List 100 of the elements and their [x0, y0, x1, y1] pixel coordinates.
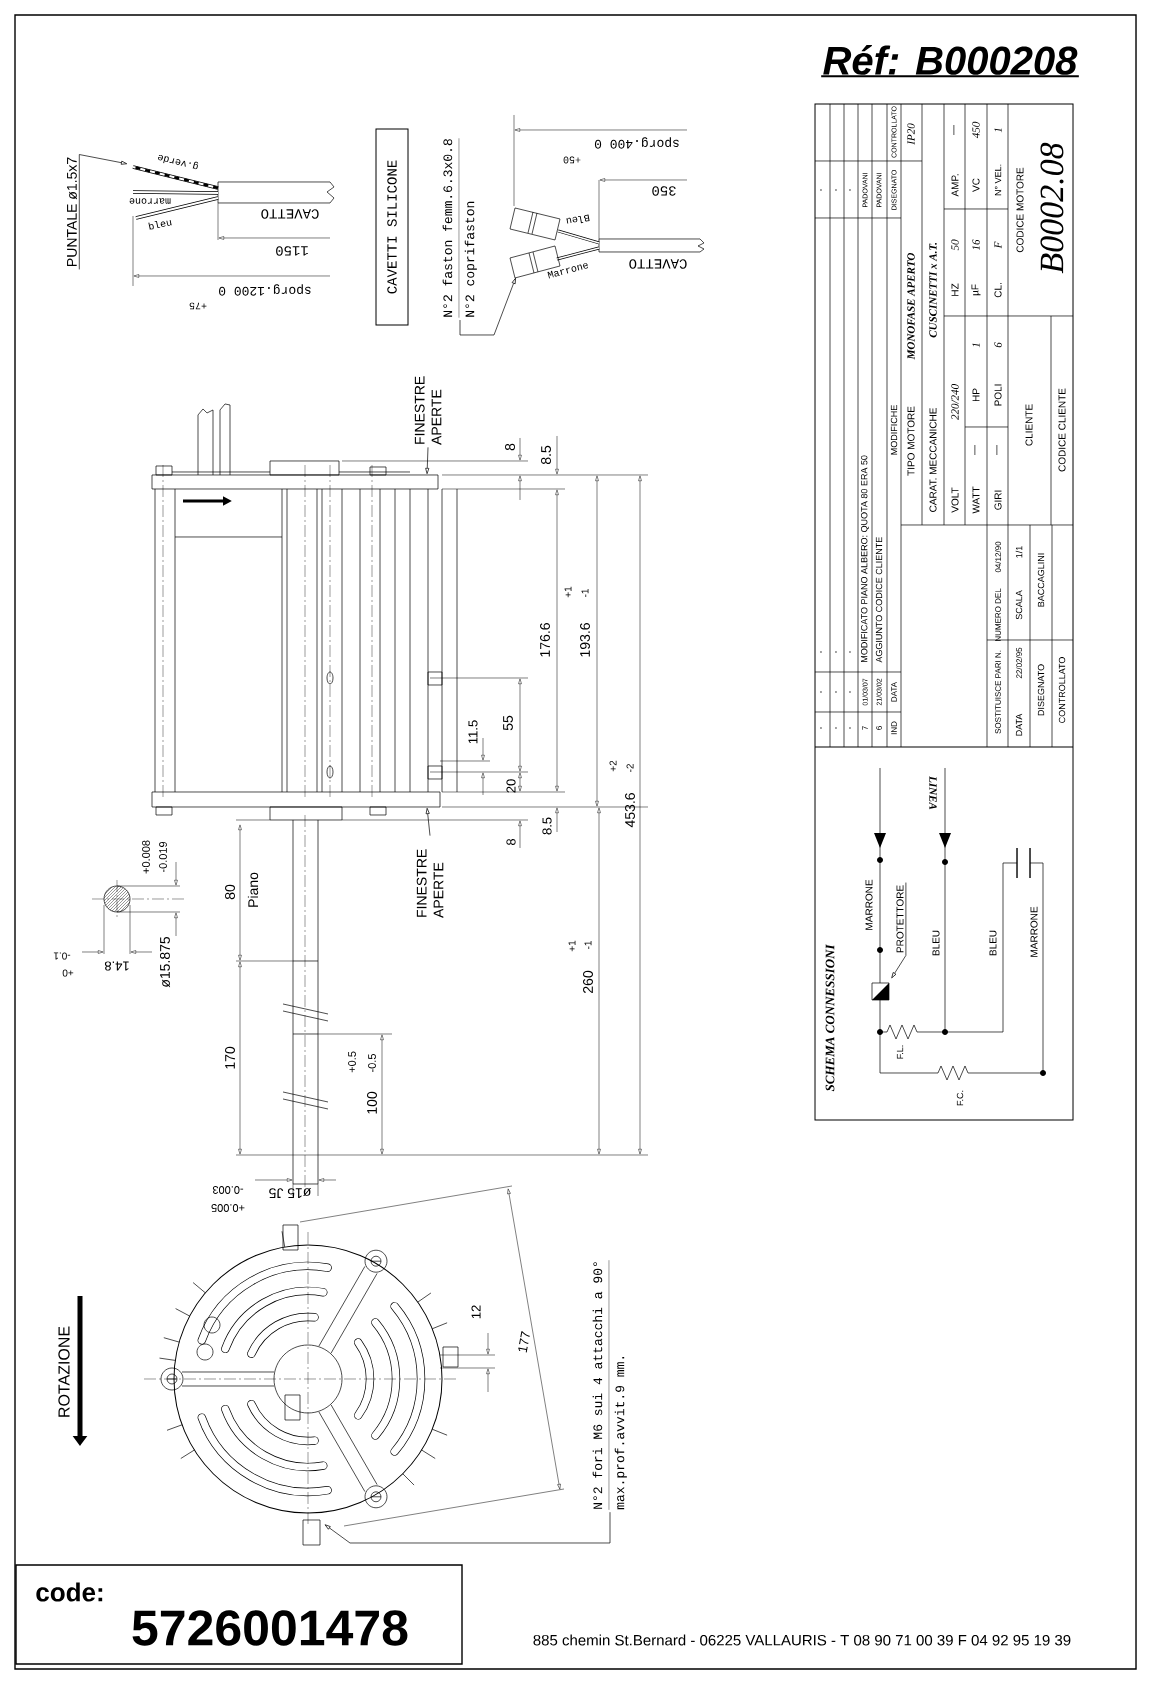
table-cell-text: - — [835, 650, 837, 654]
table-cell-text: VC — [972, 178, 980, 192]
table-cell-text: 6 — [876, 726, 882, 730]
dimension-text: 350 — [652, 186, 676, 196]
leader-line — [425, 446, 430, 475]
table-cell-text: MODIFICHE — [890, 405, 898, 455]
callout-text: N°2 faston femm.6.3x0.8 N°2 coprifaston — [442, 138, 477, 318]
table-cell-text: — — [996, 445, 998, 455]
tolerance-text: +2 — [609, 760, 617, 772]
table-cell-text: 6 — [994, 342, 1002, 348]
table-cell-text: 7 — [862, 726, 868, 730]
schematic-label: MARRONE — [1030, 906, 1038, 957]
table-cell-text: HP — [972, 388, 980, 402]
table-cell-text: - — [849, 690, 851, 694]
table-cell-text: POLI — [994, 384, 1002, 406]
schematic-label: LINEA — [929, 776, 937, 810]
dimension-text: 100 — [367, 1091, 377, 1114]
dimension-text: 14.8 — [104, 961, 129, 971]
table-cell-text: - — [820, 188, 822, 192]
callout-text: FINESTRE APERTE — [416, 849, 444, 918]
table-cell-text: DATA — [1015, 713, 1023, 736]
table-cell-text: TIPO MOTORE — [907, 406, 915, 476]
reference-number: Réf: B000208 — [820, 45, 1080, 78]
code-label: code: — [36, 1582, 103, 1602]
schematic-label: F.C. — [956, 1090, 964, 1106]
table-cell-text: - — [820, 726, 822, 730]
dimension-text: 177 — [518, 1331, 530, 1353]
table-cell-text: F — [994, 241, 1002, 249]
tolerance-text: +0.008 — [142, 840, 150, 874]
table-cell-text: — — [974, 445, 976, 455]
table-cell-text: SOSTITUISCE PARI N. — [995, 650, 1001, 734]
leader-line — [78, 154, 128, 165]
table-cell-text: BACCAGLINI — [1037, 553, 1045, 607]
table-cell-text: - — [849, 650, 851, 654]
table-cell-text: 1 — [994, 128, 1002, 133]
tolerance-text: -1 — [584, 941, 592, 949]
schematic-title: SCHEMA CONNESSIONI — [825, 944, 835, 1092]
dimension-text: 176.6 — [540, 623, 550, 657]
tolerance-text: +50 — [563, 156, 581, 164]
tolerance-text: -0.5 — [368, 1054, 376, 1072]
rotation-label: ROTAZIONE — [58, 1326, 70, 1417]
dimension-text: 453.6 — [625, 793, 635, 828]
table-cell-text: - — [835, 690, 837, 694]
table-cell-text: NUMERO DEL — [995, 588, 1001, 641]
callout-text: N°2 fori M6 sui 4 attacchi a 90° max.prof.avvit.9 mm. — [592, 1260, 627, 1510]
dimension-text: 11.5 — [468, 720, 478, 744]
table-cell-text: 450 — [972, 121, 980, 139]
table-cell-text: CLIENTE — [1025, 404, 1033, 446]
dimension-text: 8 — [506, 838, 516, 846]
schematic-label: F.L. — [896, 1045, 904, 1059]
leader-line — [891, 955, 907, 979]
dimension-text: 8.5 — [541, 445, 551, 465]
dimension-text: 1150 — [276, 246, 308, 256]
table-cell-text: - — [849, 726, 851, 730]
table-cell-text: CODICE CLIENTE — [1058, 388, 1066, 472]
table-cell-text: IND — [891, 721, 897, 735]
dimension-text: 80 — [225, 884, 235, 900]
table-cell-text: WATT — [972, 486, 980, 514]
wire-label: bleu — [148, 220, 172, 230]
cable-label: CAVETTO — [261, 209, 319, 219]
cable-label: CAVETTO — [629, 259, 687, 269]
table-cell-text: 16 — [972, 239, 980, 251]
schematic-label: BLEU — [989, 930, 997, 956]
tolerance-text: -2 — [626, 764, 634, 772]
table-cell-text: 1/1 — [1015, 546, 1023, 558]
tolerance-text: -0.019 — [159, 841, 167, 873]
table-cell-text: VOLT — [951, 487, 959, 513]
schematic-label: MARRONE — [865, 879, 873, 930]
table-cell-text: N° VEL. — [994, 164, 1002, 196]
dimension-text: 8 — [505, 443, 515, 451]
table-cell-text: CONTROLLATO — [1058, 657, 1066, 723]
address-text: 885 chemin St.Bernard - 06225 VALLAURIS - T 08 90 71 00 39 F 04 92 95 19 39 — [533, 1634, 1071, 1646]
table-cell-text: SCALA — [1015, 590, 1023, 620]
table-cell-text: 04/12/90 — [995, 541, 1001, 573]
schematic-label: BLEU — [932, 930, 940, 956]
dimension-text: 12 — [471, 1305, 481, 1319]
wire-label: marrone — [129, 198, 171, 204]
leader-line — [425, 807, 431, 836]
table-cell-text: CARAT. MECCANICHE — [929, 408, 937, 512]
dimension-text: 260 — [583, 970, 593, 993]
tolerance-text: +0 — [62, 969, 74, 977]
table-cell-text: - — [820, 650, 822, 654]
table-cell-text: MODIFICATO PIANO ALBERO: QUOTA 80 ERA 50 — [861, 455, 869, 662]
table-cell-text: - — [835, 188, 837, 192]
callout-text: PROTETTORE — [896, 882, 907, 956]
table-cell-text: CUSCINETTI x A.T. — [929, 243, 937, 338]
table-cell-text: IP20 — [907, 123, 915, 145]
tolerance-text: +1 — [568, 940, 576, 952]
leader-line — [459, 277, 516, 336]
dimension-text: ø15.875 — [159, 936, 171, 988]
table-cell-text: 220/240 — [951, 384, 959, 420]
table-cell-text: µF — [971, 284, 981, 296]
dimension-text: 20 — [506, 779, 516, 793]
table-cell-text: CODICE MOTORE — [1016, 167, 1024, 253]
table-cell-text: CL. — [994, 283, 1002, 298]
tolerance-text: +75 — [189, 302, 207, 310]
wire-label: g.verde — [158, 154, 199, 170]
table-cell-text: HZ — [951, 283, 959, 296]
table-cell-text: - — [820, 690, 822, 694]
table-cell-text: — — [953, 124, 955, 135]
